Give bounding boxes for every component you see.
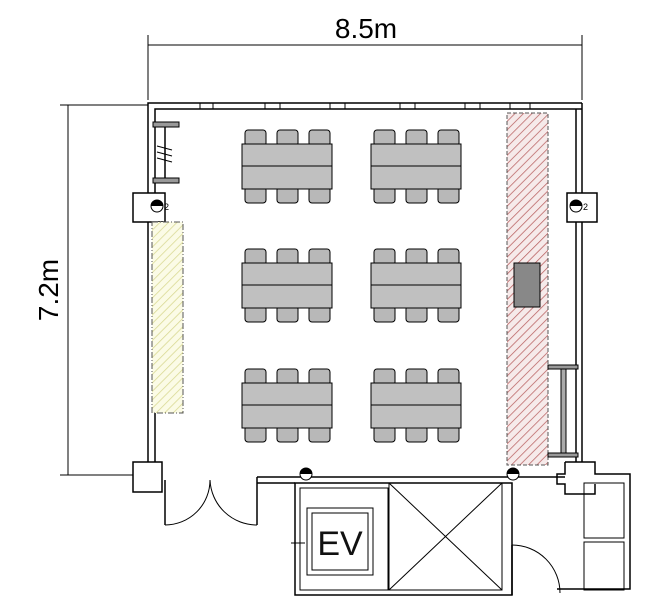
table-group [241, 129, 333, 204]
table-group [370, 129, 462, 204]
outlet-icon [299, 467, 313, 481]
podium [513, 262, 541, 308]
outlet-icon: 2 [150, 199, 169, 213]
table-group [241, 248, 333, 323]
height-label: 7.2m [33, 259, 64, 321]
coat-rack [152, 121, 180, 184]
width-label: 8.5m [335, 13, 397, 44]
yellow-zone [151, 221, 184, 414]
side-door[interactable] [511, 544, 561, 594]
pillar [132, 192, 166, 223]
outlet-icon: 2 [569, 199, 588, 213]
side-rooms [511, 482, 625, 595]
height-dimension: 7.2m [33, 104, 148, 476]
width-dimension: 8.5m [147, 13, 583, 100]
table-group [241, 368, 333, 443]
elevator-core: EV [291, 482, 513, 596]
entrance-door[interactable] [164, 479, 258, 526]
table-groups [241, 129, 462, 443]
outlet-label: 2 [164, 202, 169, 212]
shaft [388, 482, 503, 591]
pillar [132, 461, 163, 493]
elevator-label: EV [317, 525, 363, 563]
side-shelf [547, 364, 579, 458]
outlet-label: 2 [583, 202, 588, 212]
table-group [370, 368, 462, 443]
table-group [370, 248, 462, 323]
outlet-icon [506, 467, 520, 481]
